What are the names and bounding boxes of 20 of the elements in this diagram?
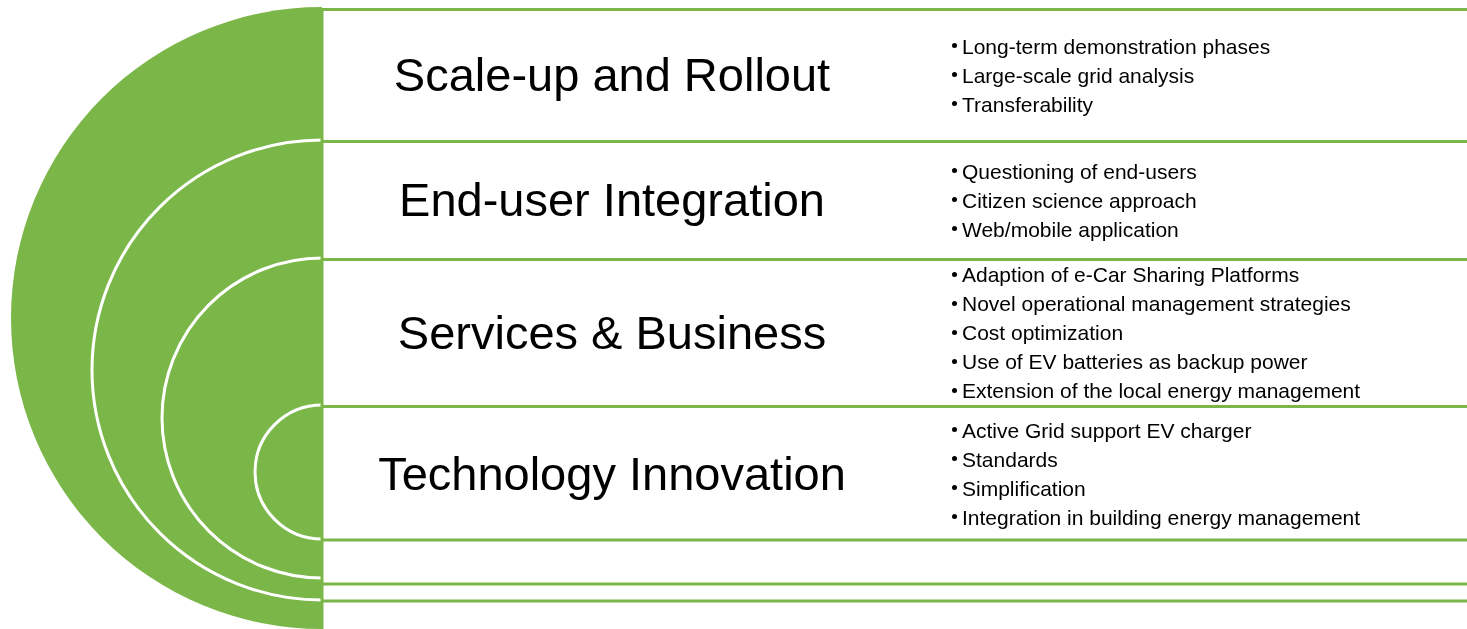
bullet-item: Extension of the local energy management: [962, 379, 1361, 402]
bullet-item: Transferability: [962, 92, 1094, 116]
bullet-item: Cost optimization: [962, 321, 1124, 344]
layer-heading: End-user Integration: [398, 172, 826, 228]
bullet-item: Citizen science approach: [962, 188, 1197, 212]
bullet-item: Use of EV batteries as backup power: [962, 350, 1308, 373]
bullet-item: Web/mobile application: [962, 217, 1179, 241]
layer-heading: Services & Business: [396, 304, 828, 361]
bullet-item: Integration in building energy management: [962, 505, 1361, 529]
layer-heading: Technology Innovation: [377, 445, 847, 502]
bullet-item: Questioning of end-users: [962, 159, 1197, 183]
bullet-item: Adaption of e-Car Sharing Platforms: [962, 263, 1300, 286]
bullet-item: Long-term demonstration phases: [962, 34, 1271, 58]
bullet-item: Active Grid support EV charger: [962, 418, 1252, 442]
bullet-item: Simplification: [962, 476, 1086, 500]
layer-heading: Scale-up and Rollout: [392, 47, 832, 103]
bullet-item: Novel operational management strategies: [962, 292, 1351, 315]
layer-band: [322, 258, 1467, 405]
bullet-item: Standards: [962, 447, 1058, 471]
bullet-item: Large-scale grid analysis: [962, 63, 1195, 87]
